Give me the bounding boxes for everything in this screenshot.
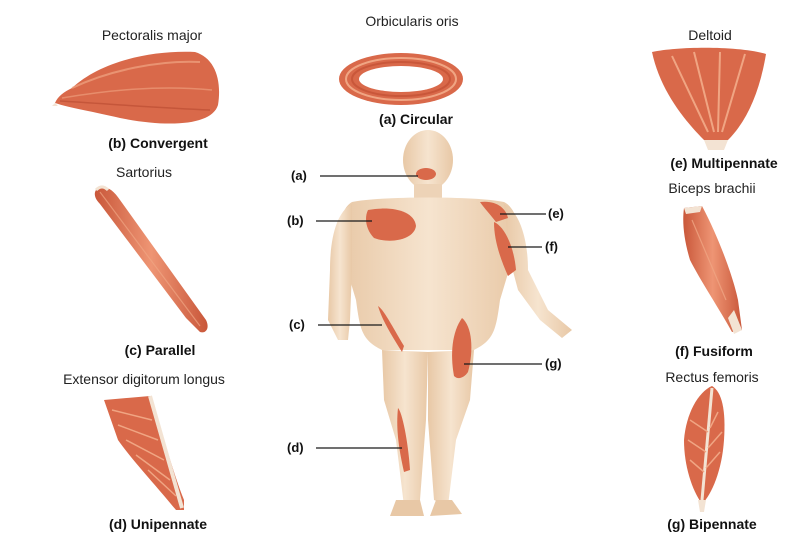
muscle-name-pectoralis-major: Pectoralis major <box>102 27 202 43</box>
callout-b: (b) <box>287 213 304 229</box>
muscle-name-sartorius: Sartorius <box>116 164 172 180</box>
muscle-name-orbicularis-oris: Orbicularis oris <box>365 13 458 29</box>
sartorius-illustration <box>95 187 208 332</box>
type-label-multipennate: (e) Multipennate <box>670 155 777 171</box>
biceps-brachii-illustration <box>683 206 742 334</box>
type-label-convergent: (b) Convergent <box>108 135 208 151</box>
muscle-name-extensor-digitorum-longus: Extensor digitorum longus <box>63 371 225 387</box>
callout-a: (a) <box>291 168 307 184</box>
type-label-bipennate: (g) Bipennate <box>667 516 756 532</box>
deltoid-illustration <box>652 48 766 150</box>
rectus-femoris-illustration <box>684 386 725 512</box>
callout-d: (d) <box>287 440 304 456</box>
human-body-figure <box>328 130 572 516</box>
body-orbicularis-oris <box>416 168 436 180</box>
pectoralis-major-illustration <box>52 52 219 124</box>
muscle-name-biceps-brachii: Biceps brachii <box>668 180 755 196</box>
callout-g: (g) <box>545 356 562 372</box>
type-label-parallel: (c) Parallel <box>125 342 196 358</box>
type-label-unipennate: (d) Unipennate <box>109 516 207 532</box>
muscle-name-deltoid: Deltoid <box>688 27 732 43</box>
muscle-name-rectus-femoris: Rectus femoris <box>665 369 758 385</box>
callout-c: (c) <box>289 317 305 333</box>
type-label-circular: (a) Circular <box>379 111 453 127</box>
type-label-fusiform: (f) Fusiform <box>675 343 753 359</box>
callout-f: (f) <box>545 239 558 255</box>
extensor-digitorum-longus-illustration <box>104 396 184 510</box>
callout-e: (e) <box>548 206 564 222</box>
orbicularis-oris-illustration <box>339 53 463 105</box>
